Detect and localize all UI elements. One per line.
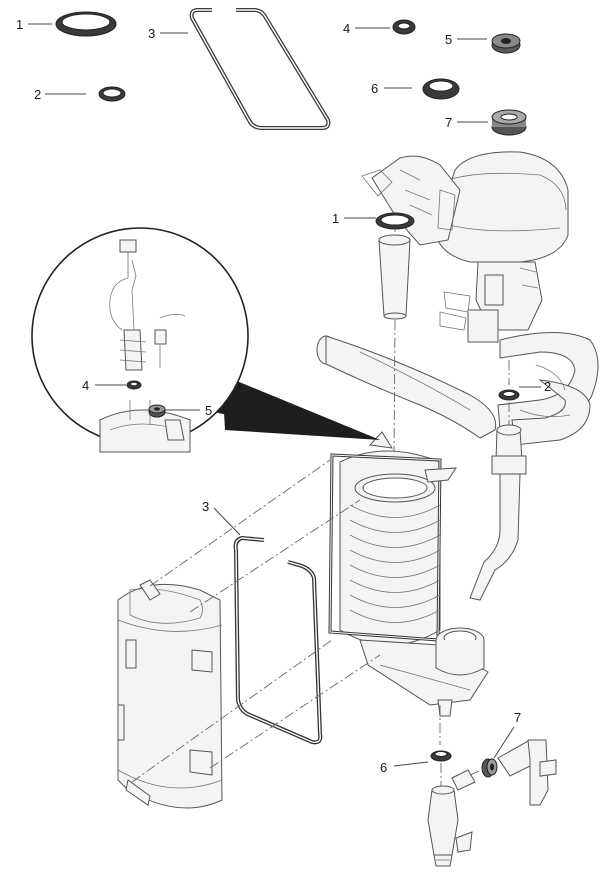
legend-seal-6: 6: [371, 78, 460, 100]
detail-magnifier: [31, 227, 380, 453]
callout-number: 7: [445, 115, 452, 130]
legend-seal-1: 1: [16, 11, 117, 37]
callout-number: 6: [371, 81, 378, 96]
detail-seal-5: 5: [148, 403, 212, 418]
legend-seal-4: 4: [343, 19, 416, 36]
callout-number: 6: [380, 760, 387, 775]
detail-seal-4: 4: [82, 378, 142, 393]
condensate-siphon: [427, 769, 476, 867]
exchanger-seal-3: 3: [202, 499, 323, 745]
callout-number: 5: [445, 32, 452, 47]
heat-exchanger: [328, 431, 489, 717]
legend-seal-2: 2: [34, 86, 126, 102]
callout-number: 5: [205, 403, 212, 418]
callout-number: 1: [16, 17, 23, 32]
pipe-seal-2: 2: [498, 379, 551, 401]
callout-number: 2: [34, 87, 41, 102]
fan-assembly: [361, 151, 569, 343]
legend-seal-5: 5: [445, 32, 521, 54]
drain-seal-7: 7: [481, 710, 521, 778]
callout-number: 3: [148, 26, 155, 41]
callout-number: 3: [202, 499, 209, 514]
legend-seal-7: 7: [445, 109, 527, 136]
siphon-seal-6: 6: [380, 750, 452, 775]
callout-number: 4: [343, 21, 350, 36]
burner-seal-1: 1: [332, 211, 415, 320]
callout-number: 1: [332, 211, 339, 226]
exchanger-cover: [117, 579, 223, 809]
callout-number: 4: [82, 378, 89, 393]
callout-number: 7: [514, 710, 521, 725]
drain-connector: [497, 739, 557, 806]
legend-seal-3: 3: [148, 8, 331, 130]
exhaust-pipe: [316, 332, 599, 601]
alignment-lines: [131, 459, 441, 783]
callout-number: 2: [544, 379, 551, 394]
